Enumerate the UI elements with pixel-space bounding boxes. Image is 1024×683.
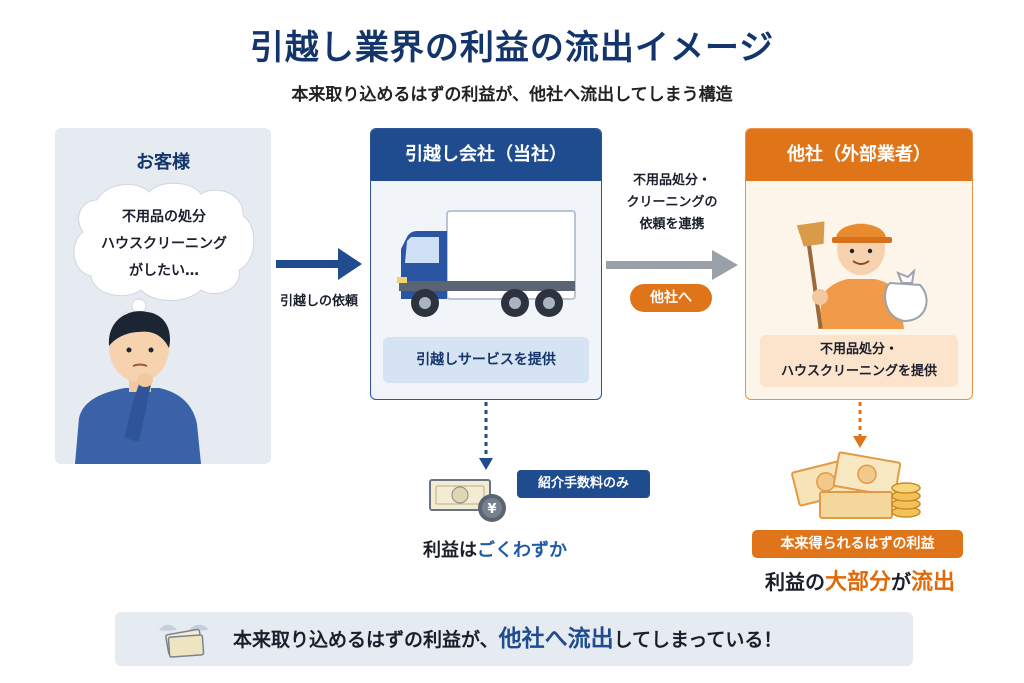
thought-text: 不用品の処分 ハウスクリーニング がしたい… [73, 204, 255, 285]
small-profit-prefix: 利益は [423, 540, 477, 561]
to-other-company-pill: 他社へ [630, 284, 712, 312]
thought-bubble-icon [73, 182, 255, 318]
other-service-line-1: 不用品処分・ [819, 342, 898, 357]
banner-text: 本来取り込めるはずの利益が、他社へ流出してしまっている！ [233, 612, 782, 666]
big-profit-emphasis-2: 流出 [911, 570, 956, 595]
thought-line-3: がしたい… [129, 263, 199, 279]
banner-prefix: 本来取り込めるはずの利益が、 [233, 629, 499, 651]
our-profit-dashed-arrow-icon [479, 402, 493, 470]
big-profit-prefix: 利益の [764, 570, 825, 594]
page-title: 引越し業界の利益の流出イメージ [249, 28, 775, 68]
referral-label-line-1: 不用品処分・ [632, 173, 711, 188]
other-company-title: 他社（外部業者） [746, 129, 972, 181]
big-profit-middle: が [891, 570, 911, 594]
referral-label-line-2: クリーニングの [626, 195, 718, 210]
page-subtitle: 本来取り込めるはずの利益が、他社へ流出してしまう構造 [291, 85, 733, 105]
thought-line-1: 不用品の処分 [122, 209, 206, 225]
money-stack-icon [791, 451, 921, 519]
our-company-panel: 引越し会社（当社） 引越しサービスを提供 [370, 128, 602, 400]
our-service-label: 引越しサービスを提供 [383, 337, 589, 383]
customer-title: お客様 [136, 152, 190, 173]
other-company-panel: 他社（外部業者） 不用品処分・ ハウスクリーニングを提供 [745, 128, 973, 400]
big-profit-emphasis-1: 大部分 [824, 570, 891, 595]
small-profit-emphasis: ごくわずか [477, 540, 567, 561]
request-arrow-icon [276, 248, 362, 280]
thought-line-2: ハウスクリーニング [101, 236, 227, 252]
moving-truck-icon [397, 210, 576, 317]
banner-suffix: してしまっている！ [613, 629, 783, 651]
customer-panel: お客様 不用品の処分 ハウスクリーニング がしたい… [55, 128, 271, 464]
other-service-label: 不用品処分・ ハウスクリーニングを提供 [760, 335, 958, 387]
flying-money-icon [159, 624, 209, 658]
referral-fee-badge: 紹介手数料のみ [517, 470, 650, 498]
banner-emphasis: 他社へ流出 [498, 626, 614, 652]
referral-label: 不用品処分・ クリーニングの 依頼を連携 [608, 170, 736, 236]
request-label: 引越しの依頼 [279, 294, 358, 309]
big-profit-text: 利益の大部分が流出 [730, 564, 990, 596]
cleaning-worker-icon [796, 221, 928, 329]
our-company-title: 引越し会社（当社） [371, 129, 601, 181]
referral-label-line-3: 依頼を連携 [639, 217, 705, 232]
thinking-person-icon [75, 311, 201, 464]
other-service-line-2: ハウスクリーニングを提供 [780, 364, 937, 379]
referral-arrow-icon [606, 250, 738, 280]
lost-profit-dashed-arrow-icon [853, 402, 867, 448]
svg-text:¥: ¥ [487, 502, 496, 517]
summary-banner: 本来取り込めるはずの利益が、他社へ流出してしまっている！ [115, 612, 913, 666]
small-profit-text: 利益はごくわずか [410, 536, 580, 562]
yen-bill-icon: ¥ [429, 479, 506, 522]
lost-profit-badge: 本来得られるはずの利益 [752, 530, 963, 558]
